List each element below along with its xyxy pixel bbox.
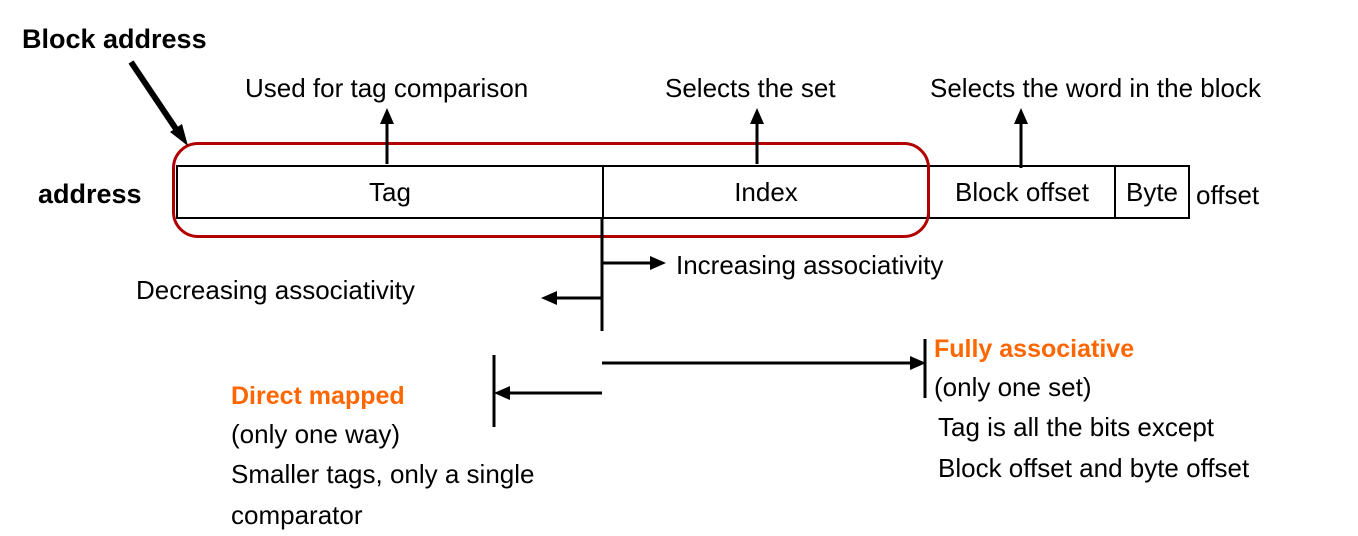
label-decreasing-associativity: Decreasing associativity (136, 275, 415, 305)
byte-offset-trailing-label: offset (1196, 180, 1260, 210)
direct-mapped-heading: Direct mapped (231, 382, 405, 410)
annotation-selects-set: Selects the set (665, 73, 836, 103)
arrow-increasing-associativity (602, 256, 666, 270)
arrow-to-block-offset (1014, 108, 1028, 168)
block-address-pointer-arrow (128, 60, 188, 146)
address-bit-field-box: Tag Index Block offset Byte (176, 165, 1190, 219)
direct-mapped-line-3: comparator (231, 499, 363, 530)
divider-blockoffset-byte (1114, 167, 1116, 217)
fully-associative-line-1: (only one set) (934, 372, 1092, 402)
arrow-toward-fully-associative (602, 356, 926, 370)
field-tag: Tag (369, 177, 411, 207)
label-increasing-associativity: Increasing associativity (676, 250, 944, 280)
arrow-to-index (750, 108, 764, 164)
fully-associative-block: Fully associative (only one set) Tag is … (934, 337, 1249, 485)
divider-tag-index (602, 167, 604, 217)
arrow-to-tag (380, 108, 394, 164)
fully-associative-line-3: Block offset and byte offset (938, 452, 1250, 483)
address-row-label: address (38, 179, 142, 209)
direct-mapped-line-1: (only one way) (231, 419, 401, 449)
fully-associative-line-2: Tag is all the bits except (938, 412, 1215, 443)
field-block-offset: Block offset (955, 177, 1089, 207)
arrow-decreasing-associativity (541, 291, 602, 305)
field-index: Index (734, 177, 798, 207)
direct-mapped-block: Direct mapped (only one way) Smaller tag… (231, 384, 534, 532)
fully-associative-heading: Fully associative (934, 335, 1135, 363)
field-byte: Byte (1125, 177, 1179, 207)
direct-mapped-line-2: Smaller tags, only a single (231, 459, 535, 490)
block-address-callout: Block address (22, 24, 207, 54)
annotation-selects-word: Selects the word in the block (930, 73, 1261, 103)
annotation-tag-comparison: Used for tag comparison (245, 73, 529, 103)
